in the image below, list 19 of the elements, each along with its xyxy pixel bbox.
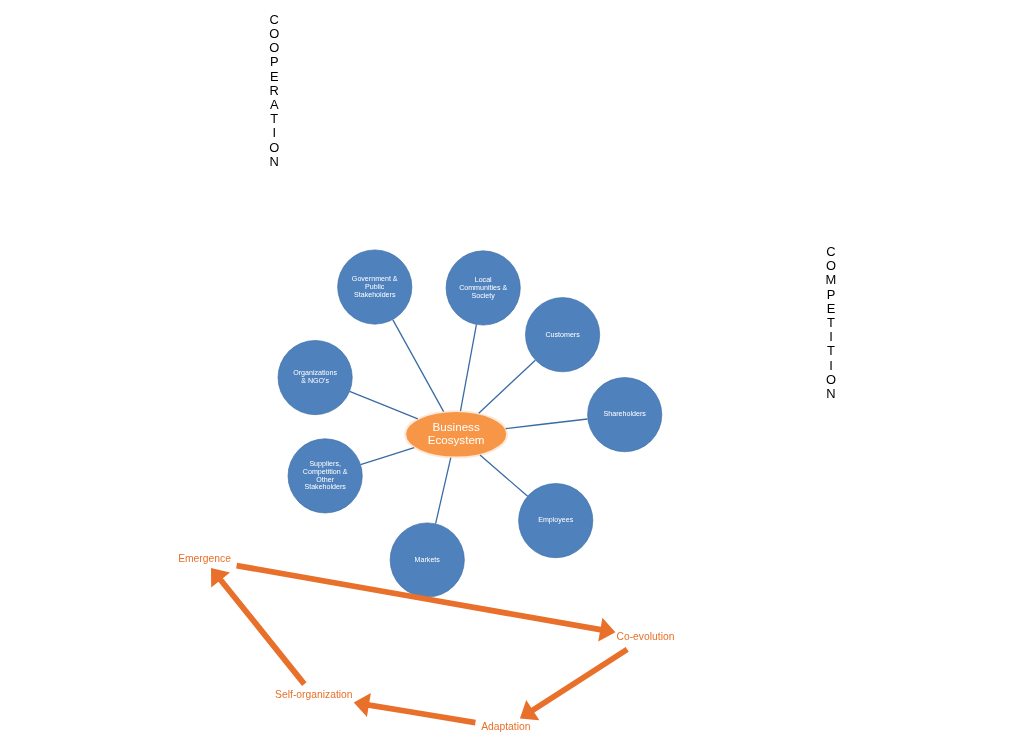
- node-text: Self-organization: [275, 689, 353, 701]
- connector: [359, 447, 415, 466]
- label: COOPERATION: [269, 11, 280, 169]
- connector: [434, 457, 452, 525]
- label: COMPETITION: [825, 244, 837, 402]
- connector: [478, 359, 536, 414]
- node-ellipse: Business Ecosystem: [404, 410, 509, 459]
- arrow: [353, 693, 476, 726]
- connector: [459, 324, 478, 412]
- arrow: [519, 646, 629, 721]
- node-text: Co-evolution: [616, 631, 675, 643]
- node-text: Adaptation: [481, 721, 531, 733]
- node-text: Emergence: [178, 553, 231, 565]
- connector: [479, 454, 529, 497]
- arrow: [236, 562, 616, 642]
- connector: [392, 318, 445, 413]
- arrow: [211, 568, 307, 686]
- connector: [348, 390, 419, 420]
- connector: [504, 418, 589, 430]
